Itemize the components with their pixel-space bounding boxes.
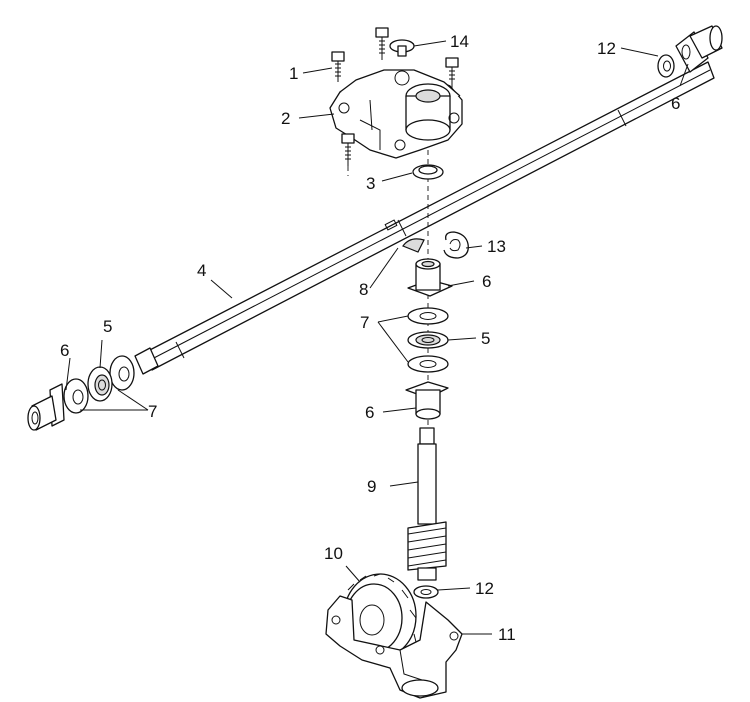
callout-14: 14: [450, 32, 469, 51]
callout-12-right: 12: [597, 39, 616, 58]
callout-3: 3: [366, 174, 375, 193]
thrust-washer-upper: [407, 307, 449, 325]
callout-labels: 1 2 3 4 5 5 6 6 6 6 7 7 8 9 10 11 12 12 …: [60, 32, 680, 644]
washer-lower: [413, 585, 439, 599]
thrust-washer-lower: [407, 355, 449, 373]
left-bearing: [87, 366, 113, 402]
bolt-lower-left: [341, 133, 355, 176]
callout-9: 9: [367, 477, 376, 496]
callout-1: 1: [289, 64, 298, 83]
lower-housing: [325, 595, 463, 699]
callout-8: 8: [359, 280, 368, 299]
callout-13: 13: [487, 237, 506, 256]
callout-6-middle: 6: [365, 403, 374, 422]
callout-11: 11: [498, 625, 516, 644]
left-washer-outer: [109, 355, 135, 391]
callout-10: 10: [324, 544, 343, 563]
worm-shaft: [407, 427, 447, 581]
left-washer-inner: [63, 378, 89, 414]
callout-6-upper: 6: [482, 272, 491, 291]
callout-4: 4: [197, 261, 206, 280]
left-flange-bushing: [27, 383, 65, 431]
callout-5-left: 5: [103, 317, 112, 336]
bolt-top: [375, 27, 389, 60]
oil-seal: [412, 164, 444, 180]
callout-5-center: 5: [481, 329, 490, 348]
flange-bushing-upper: [407, 258, 453, 297]
callout-2: 2: [281, 109, 290, 128]
axle-shaft: [134, 61, 715, 375]
callout-6-left: 6: [60, 341, 69, 360]
callout-7-left: 7: [148, 402, 157, 421]
upper-housing-cover: [329, 69, 463, 159]
thrust-bearing-center: [407, 331, 449, 349]
callout-7-center: 7: [360, 313, 369, 332]
bolt-right: [445, 57, 459, 88]
bolt-upper-left: [331, 51, 345, 82]
callout-6-right: 6: [671, 94, 680, 113]
woodruff-key: [402, 238, 425, 253]
right-flange-bushing: [675, 25, 723, 73]
right-washer: [657, 54, 675, 78]
retaining-ring: [443, 231, 469, 259]
callout-12-lower: 12: [475, 579, 494, 598]
leader-lines: [65, 40, 689, 635]
vent-plug: [389, 39, 415, 57]
flange-bushing-middle: [405, 381, 449, 420]
